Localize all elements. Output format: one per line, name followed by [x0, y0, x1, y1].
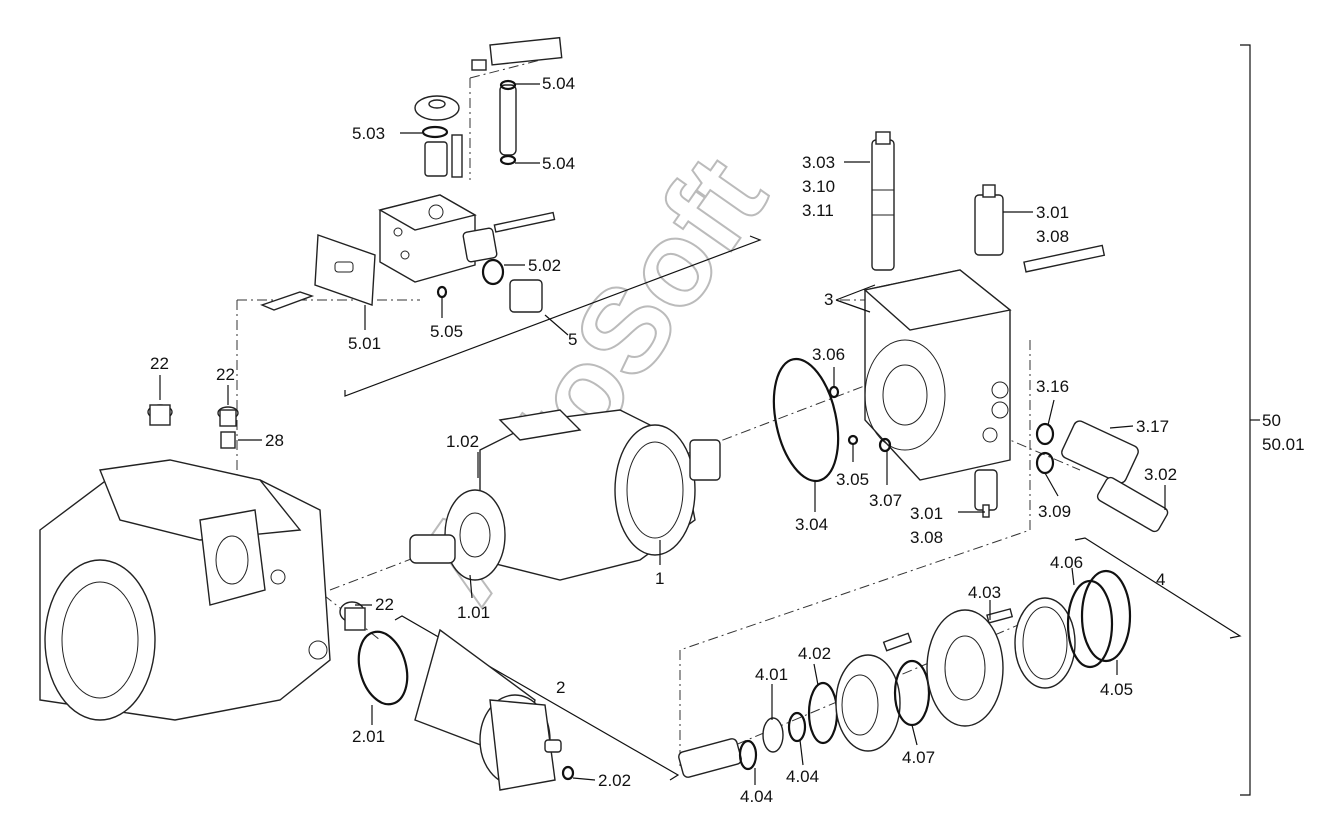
label-2-01: 2.01 — [352, 727, 385, 746]
label-1-02: 1.02 — [446, 432, 479, 451]
label-3-03: 3.03 — [802, 153, 835, 172]
label-5-05: 5.05 — [430, 322, 463, 341]
label-3: 3 — [824, 290, 833, 309]
part-labels: 5.04 5.03 5.04 3.03 3.10 3.11 3.01 3.08 … — [150, 74, 1305, 806]
label-3-06: 3.06 — [812, 345, 845, 364]
main-pump-housing — [39, 404, 366, 721]
label-4-07: 4.07 — [902, 748, 935, 767]
label-3-01-top: 3.01 — [1036, 203, 1069, 222]
label-5-01: 5.01 — [348, 334, 381, 353]
label-3-11: 3.11 — [802, 201, 834, 220]
label-50: 50 — [1262, 411, 1281, 430]
label-1: 1 — [655, 569, 664, 588]
leader-lines — [159, 83, 1166, 785]
label-3-08-top: 3.08 — [1036, 227, 1069, 246]
part-2-auxiliary-unit — [357, 628, 575, 791]
label-3-08-bottom: 3.08 — [910, 528, 943, 547]
label-4: 4 — [1156, 570, 1165, 589]
part-5-control-valve-group — [260, 36, 563, 313]
label-5-04-top: 5.04 — [542, 74, 575, 93]
label-28: 28 — [265, 431, 284, 450]
label-2-02: 2.02 — [598, 771, 631, 790]
label-3-09: 3.09 — [1038, 502, 1071, 521]
label-5: 5 — [568, 330, 577, 349]
label-3-10: 3.10 — [802, 177, 835, 196]
label-4-01: 4.01 — [755, 665, 788, 684]
label-3-05: 3.05 — [836, 470, 869, 489]
label-5-04-bottom: 5.04 — [542, 154, 575, 173]
label-4-05: 4.05 — [1100, 680, 1133, 699]
label-22-right: 22 — [375, 595, 394, 614]
label-22-left: 22 — [150, 354, 169, 373]
label-4-04-left: 4.04 — [740, 787, 773, 806]
label-22-middle: 22 — [216, 365, 235, 384]
label-4-03: 4.03 — [968, 583, 1001, 602]
group-brackets — [344, 44, 1260, 796]
label-50-01: 50.01 — [1262, 435, 1305, 454]
label-1-01: 1.01 — [457, 603, 490, 622]
part-1-rotary-group — [409, 409, 721, 581]
label-4-04-right: 4.04 — [786, 767, 819, 786]
label-4-02: 4.02 — [798, 644, 831, 663]
label-3-16: 3.16 — [1036, 377, 1069, 396]
label-3-01-bottom: 3.01 — [910, 504, 943, 523]
label-3-17: 3.17 — [1136, 417, 1169, 436]
part-4-seal-group — [678, 569, 1132, 778]
label-3-07: 3.07 — [869, 491, 902, 510]
o-ring-2-01 — [357, 630, 409, 706]
label-4-06: 4.06 — [1050, 553, 1083, 572]
o-ring-3-04 — [772, 357, 840, 483]
label-5-03: 5.03 — [352, 124, 385, 143]
label-3-04: 3.04 — [795, 515, 828, 534]
part-3-regulator-housing — [828, 131, 1169, 533]
label-5-02: 5.02 — [528, 256, 561, 275]
label-3-02: 3.02 — [1144, 465, 1177, 484]
label-2: 2 — [556, 678, 565, 697]
